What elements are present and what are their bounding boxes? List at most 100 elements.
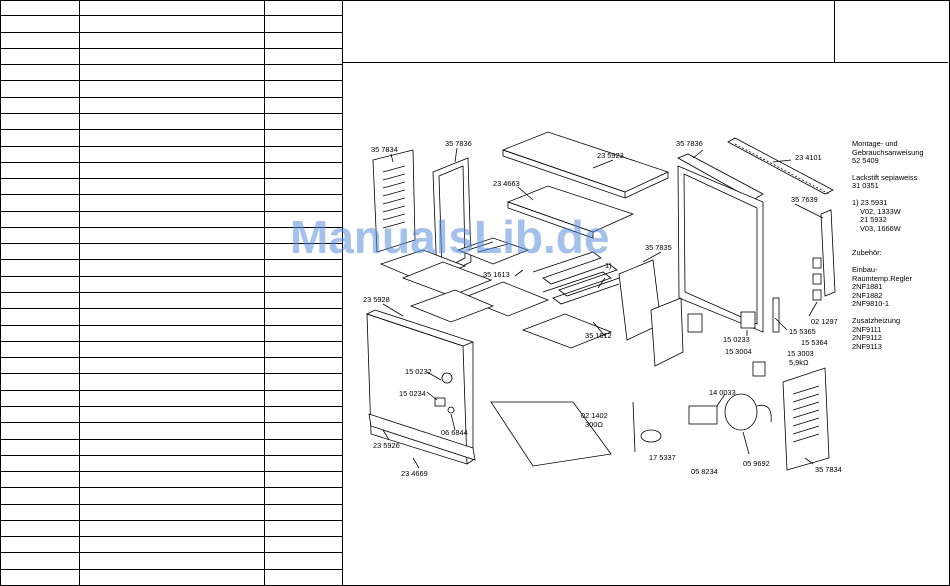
part-label: 14 0033 bbox=[709, 388, 736, 397]
note-text: 1) 23 5931 bbox=[852, 197, 888, 207]
part-label: 300Ω bbox=[585, 420, 603, 429]
table-row bbox=[0, 0, 343, 277]
note-text: Lackstift sepiaweiss bbox=[852, 172, 918, 182]
table-row bbox=[0, 0, 343, 440]
part-label: 15 3004 bbox=[725, 347, 752, 356]
note-text: Montage- und bbox=[852, 139, 898, 148]
part-label: 35 7834 bbox=[815, 465, 842, 474]
part-label: 15 0233 bbox=[723, 335, 750, 344]
back-panel bbox=[677, 153, 764, 333]
table-row bbox=[0, 0, 343, 505]
note-text: 21 5932 bbox=[860, 215, 887, 225]
base-plate bbox=[490, 401, 612, 467]
note-text: Gebrauchsanweisung bbox=[852, 147, 924, 157]
part-label: 35 1613 bbox=[483, 270, 510, 279]
note-text: Raumtemp.Regler bbox=[852, 273, 912, 283]
note-text: Zusatzheizung bbox=[852, 315, 901, 325]
title-block-divider bbox=[834, 0, 835, 62]
part-label: 15 5365 bbox=[789, 327, 816, 336]
table-row bbox=[0, 0, 343, 375]
part-label: 02 1402 bbox=[581, 411, 608, 420]
heating-element bbox=[532, 251, 626, 305]
note-text: V03, 1666W bbox=[860, 223, 901, 233]
table-row bbox=[0, 0, 343, 570]
part-label: 02 1297 bbox=[811, 317, 838, 326]
thermostat bbox=[740, 311, 756, 329]
part-label: 5,9kΩ bbox=[789, 358, 809, 367]
part-label: 15 0234 bbox=[399, 389, 426, 398]
part-label: 17 5337 bbox=[649, 453, 676, 462]
note-text: 2NF9112 bbox=[852, 333, 882, 343]
table-row bbox=[0, 0, 343, 114]
table-row bbox=[0, 0, 343, 293]
table-column-divider bbox=[264, 0, 265, 586]
note-text: 2NF9113 bbox=[852, 341, 882, 351]
control-housing bbox=[618, 259, 703, 367]
part-label: 05 8234 bbox=[691, 467, 718, 476]
table-row bbox=[0, 0, 343, 538]
part-label: 35 7835 bbox=[645, 243, 672, 252]
table-row bbox=[0, 0, 343, 49]
table-row bbox=[0, 0, 343, 163]
insulation-board bbox=[506, 185, 635, 239]
part-label: 35 7836 bbox=[676, 139, 703, 148]
table-row bbox=[0, 0, 343, 180]
part-label: 23 4669 bbox=[401, 469, 428, 478]
table-row bbox=[0, 0, 343, 456]
part-label: 23 5926 bbox=[373, 441, 400, 450]
table-row bbox=[0, 0, 343, 212]
fan-motor bbox=[688, 393, 772, 431]
exploded-view-drawing: 35 7834 35 7836 23 5923 35 7836 23 4101 … bbox=[363, 131, 842, 478]
part-label: 35 7836 bbox=[445, 139, 472, 148]
part-label: 05 9692 bbox=[743, 459, 770, 468]
top-cover bbox=[501, 131, 670, 199]
part-label: 35 1612 bbox=[585, 331, 612, 340]
table-row bbox=[0, 0, 343, 424]
note-text: 2NF1881 bbox=[852, 282, 883, 292]
table-row bbox=[0, 0, 343, 407]
table-row bbox=[0, 0, 343, 342]
mesh-grille bbox=[456, 237, 530, 265]
table-row bbox=[0, 0, 343, 473]
table-row bbox=[0, 0, 343, 228]
table-row bbox=[0, 0, 343, 196]
part-label: 35 7639 bbox=[791, 195, 818, 204]
table-row bbox=[0, 0, 343, 586]
part-label: 23 5928 bbox=[363, 295, 390, 304]
table-row bbox=[0, 0, 343, 147]
table-row bbox=[0, 0, 343, 33]
table-row bbox=[0, 0, 343, 521]
part-label: 06 6844 bbox=[441, 428, 468, 437]
note-text: Zubehör: bbox=[852, 248, 882, 258]
side-panel-right bbox=[782, 367, 830, 471]
table-column-divider bbox=[79, 0, 80, 586]
part-label: 23 5923 bbox=[597, 151, 624, 160]
part-label: 15 3003 bbox=[787, 349, 814, 358]
table-row bbox=[0, 0, 343, 554]
grille-strip bbox=[368, 413, 476, 461]
tray-set bbox=[379, 249, 613, 349]
table-column-divider bbox=[342, 0, 343, 586]
watermark: ManualsLib.de bbox=[290, 211, 610, 263]
note-text: V02, 1333W bbox=[860, 206, 901, 216]
note-text: 52 5409 bbox=[852, 156, 879, 166]
side-panel-left bbox=[372, 149, 416, 253]
notes-column: Montage- und Gebrauchsanweisung 52 5409 … bbox=[852, 139, 948, 351]
table-row bbox=[0, 0, 343, 359]
part-label: 1) bbox=[605, 261, 612, 270]
table-row bbox=[0, 0, 343, 245]
front-frame-left bbox=[432, 157, 472, 279]
table-row bbox=[0, 0, 343, 310]
part-label: 23 4663 bbox=[493, 179, 520, 188]
table-row bbox=[0, 0, 343, 326]
side-strip-right bbox=[820, 209, 836, 297]
note-text: Einbau- bbox=[852, 264, 878, 274]
parts-list-table bbox=[0, 0, 343, 586]
note-text: 31 0351 bbox=[852, 181, 879, 191]
part-label: 35 7834 bbox=[371, 145, 398, 154]
title-block bbox=[343, 0, 948, 63]
top-rail bbox=[727, 137, 834, 195]
table-row bbox=[0, 0, 343, 66]
note-text: 2NF9810-1 bbox=[852, 299, 889, 309]
part-label: 15 5364 bbox=[801, 338, 828, 347]
